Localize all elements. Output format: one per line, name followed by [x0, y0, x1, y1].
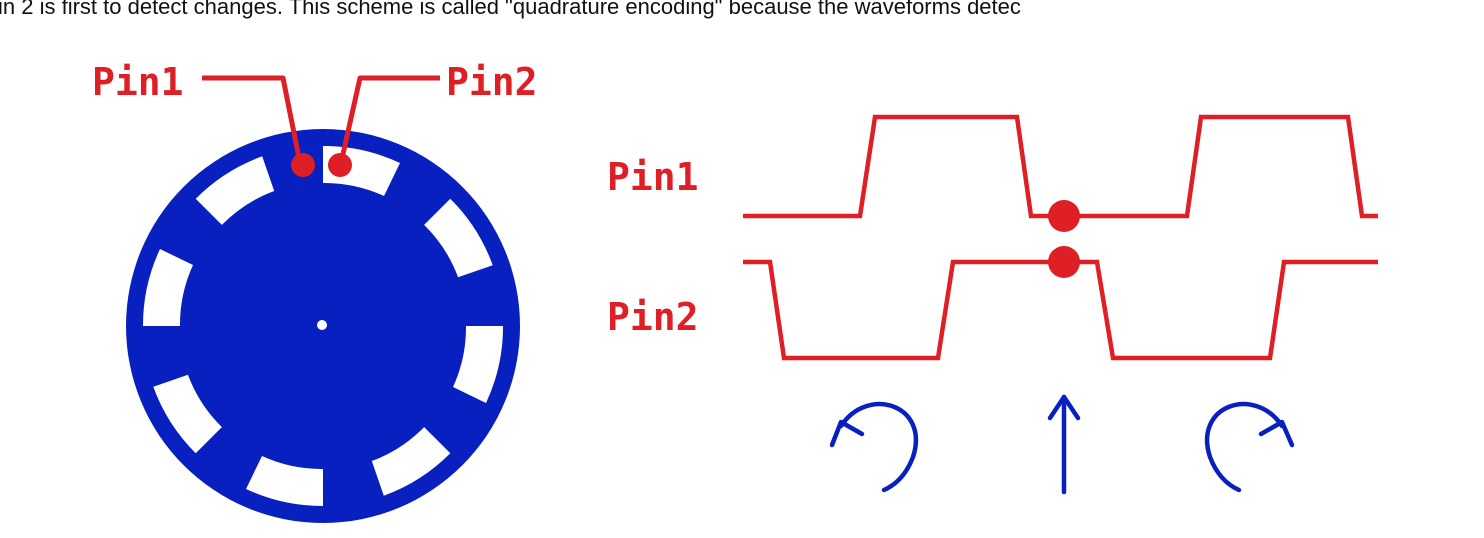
disc-slot	[424, 198, 493, 278]
disc-slot	[153, 374, 222, 454]
counterclockwise-arrow-icon	[829, 401, 918, 493]
disc-slot	[195, 156, 275, 225]
pin1-waveform	[743, 114, 1378, 219]
disc-center-hole	[317, 320, 327, 330]
disc-slot	[453, 326, 504, 403]
disc-slot	[371, 427, 451, 496]
wave-label-pin2: Pin2	[607, 295, 699, 339]
up-arrow-icon	[1047, 394, 1081, 495]
pin1-leader-line	[202, 75, 303, 164]
pin2-leader-line	[338, 75, 440, 164]
pin1-sensor-dot	[291, 153, 315, 177]
caption-fragment: in 2 is first to detect changes. This sc…	[0, 0, 1021, 19]
disc-slot	[246, 456, 323, 507]
encoder-disc-diagram: Pin1 Pin2	[92, 60, 538, 523]
disc-slot	[142, 249, 193, 326]
waveform-diagram: Pin1 Pin2	[607, 114, 1378, 495]
pin2-sensor-dot	[328, 153, 352, 177]
pin2-waveform	[743, 259, 1378, 361]
wave-label-pin1: Pin1	[607, 155, 699, 199]
pin2-sample-dot	[1048, 246, 1080, 278]
disc-label-pin2: Pin2	[446, 60, 538, 104]
disc-label-pin1: Pin1	[92, 60, 184, 104]
clockwise-arrow-icon	[1205, 401, 1295, 493]
pin1-sample-dot	[1048, 200, 1080, 232]
